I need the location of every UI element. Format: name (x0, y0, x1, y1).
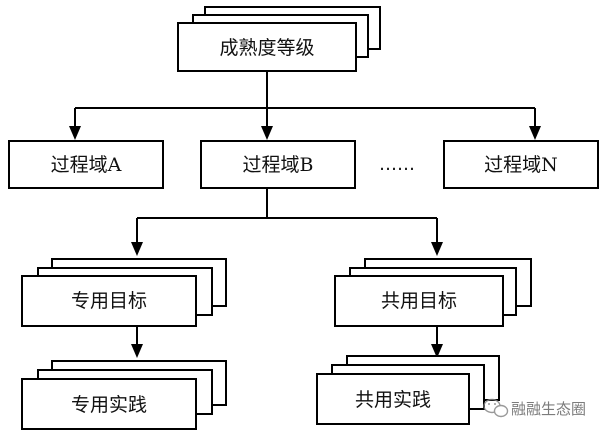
domain-b-box: 过程域B (200, 140, 356, 189)
specific-goal-label: 专用目标 (71, 290, 147, 312)
wechat-icon (483, 398, 509, 418)
specific-practice-label: 专用实践 (71, 394, 147, 416)
arrowhead-generic-goal (431, 242, 443, 256)
generic-practice-stack: 共用实践 (316, 355, 500, 425)
arrowhead-specific-practice (131, 344, 143, 358)
generic-goal-label: 共用目标 (381, 290, 457, 312)
specific-practice-stack: 专用实践 (21, 360, 227, 430)
generic-goal-stack: 共用目标 (334, 258, 532, 327)
domain-a-label: 过程域A (51, 154, 122, 176)
goals-to-practices-connector (131, 326, 443, 358)
domain-n-label: 过程域N (484, 154, 558, 176)
arrowhead-generic-practice (431, 344, 443, 358)
arrowhead-domain-a (69, 126, 81, 140)
arrowhead-domain-n (529, 126, 541, 140)
root-label: 成熟度等级 (219, 37, 314, 59)
specific-goal-stack: 专用目标 (21, 258, 227, 327)
domain-a-box: 过程域A (8, 140, 164, 189)
domain-ellipsis: …… (379, 154, 415, 175)
arrowhead-domain-b (261, 126, 273, 140)
domain-b-to-goals-connector (131, 188, 443, 256)
domain-b-label: 过程域B (243, 154, 314, 176)
root-to-domains-connector (69, 71, 541, 140)
generic-practice-label: 共用实践 (355, 389, 431, 411)
watermark-text: 融融生态圈 (511, 400, 586, 418)
root-maturity-level-stack: 成熟度等级 (177, 6, 381, 72)
domain-n-box: 过程域N (443, 140, 599, 189)
arrowhead-specific-goal (131, 242, 143, 256)
watermark: 融融生态圈 (483, 398, 586, 418)
